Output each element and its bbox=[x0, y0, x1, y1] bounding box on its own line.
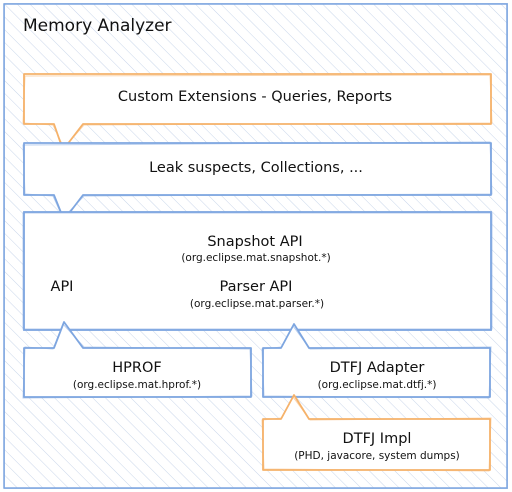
custom-extensions-box bbox=[22, 73, 493, 151]
api-label: API bbox=[50, 279, 74, 295]
parser-api-label: Parser API bbox=[219, 279, 293, 295]
api-block bbox=[22, 211, 493, 331]
dtfj-impl-box bbox=[261, 394, 492, 472]
dtfj-impl-description: (PHD, javacore, system dumps) bbox=[294, 450, 460, 462]
snapshot-api-label: Snapshot API bbox=[207, 234, 303, 250]
dtfj-adapter-label: DTFJ Adapter bbox=[329, 360, 425, 376]
memory-analyzer-title: Memory Analyzer bbox=[23, 16, 172, 36]
custom-extensions-label: Custom Extensions - Queries, Reports bbox=[117, 89, 393, 105]
dtfj-impl-label: DTFJ Impl bbox=[342, 431, 412, 447]
dtfj-adapter-box bbox=[261, 323, 492, 399]
dtfj-package-label: (org.eclipse.mat.dtfj.*) bbox=[317, 379, 437, 391]
snapshot-package-label: (org.eclipse.mat.snapshot.*) bbox=[181, 252, 331, 264]
hprof-package-label: (org.eclipse.mat.hprof.*) bbox=[72, 379, 202, 391]
hprof-label: HPROF bbox=[112, 360, 162, 376]
leak-suspects-box bbox=[22, 141, 493, 221]
leak-suspects-label: Leak suspects, Collections, ... bbox=[149, 160, 363, 176]
hprof-box bbox=[22, 321, 253, 399]
parser-package-label: (org.eclipse.mat.parser.*) bbox=[189, 298, 325, 310]
